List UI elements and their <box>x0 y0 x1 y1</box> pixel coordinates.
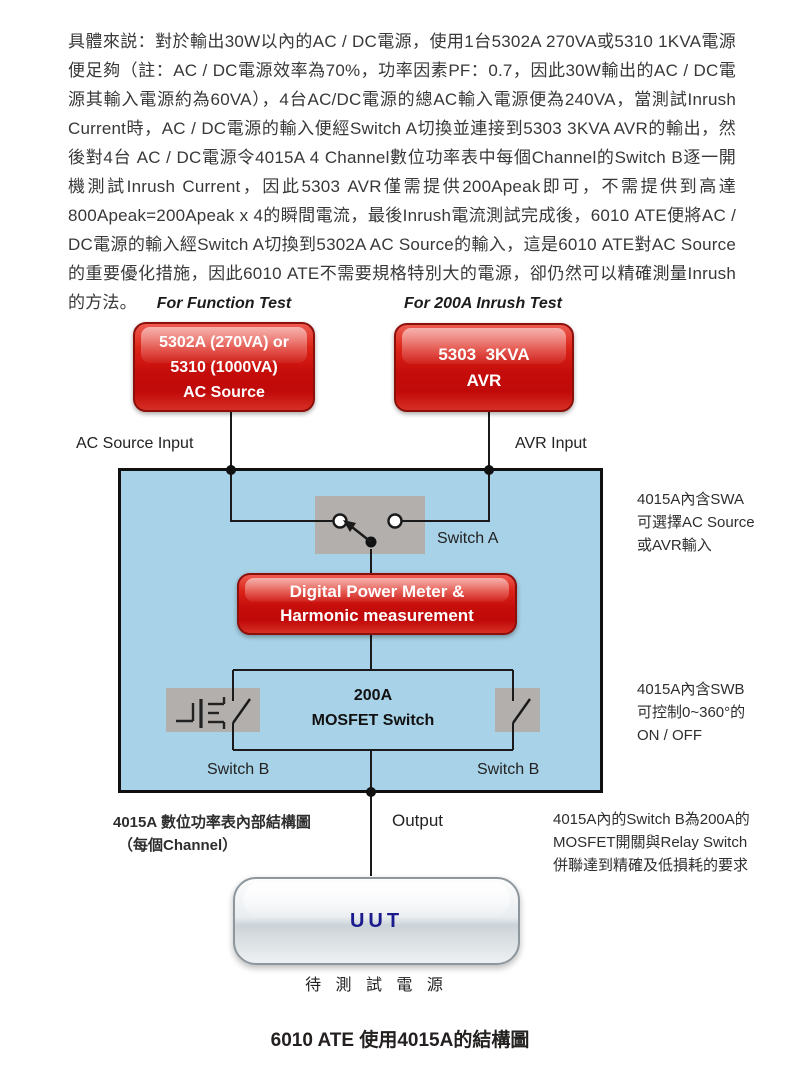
figure-caption: 6010 ATE 使用4015A的結構圖 <box>270 1030 530 1051</box>
ac-source-box: 5302A (270VA) or 5310 (1000VA) AC Source <box>133 322 315 412</box>
annotation-swa: 4015A內含SWA 可選擇AC Source 或AVR輸入 <box>637 491 755 554</box>
avr-box: 5303 3KVA AVR <box>394 323 574 412</box>
switch-b-left-highlight <box>166 688 260 732</box>
output-label: Output <box>392 811 444 830</box>
power-meter-box-label: Digital Power Meter & Harmonic measureme… <box>280 582 474 625</box>
uut-caption: 待 測 試 電 源 <box>305 977 448 994</box>
ac-source-input-label: AC Source Input <box>76 435 194 452</box>
avr-input-label: AVR Input <box>515 435 587 452</box>
per-channel-label: （每個Channel） <box>118 837 238 854</box>
switch-b-right-label: Switch B <box>477 761 540 778</box>
switch-a-label: Switch A <box>437 530 499 547</box>
annotation-switch-b: 4015A內的Switch B為200A的 MOSFET開關與Relay Swi… <box>553 811 750 874</box>
uut-box: UUT <box>233 877 520 965</box>
internal-structure-label: 4015A 數位功率表內部結構圖 <box>113 814 311 831</box>
annotation-swb: 4015A內含SWB 可控制0~360°的 ON / OFF <box>637 681 746 744</box>
ac-source-box-label: 5302A (270VA) or 5310 (1000VA) AC Source <box>159 333 289 401</box>
uut-box-label: UUT <box>349 909 404 932</box>
body-paragraph: 具體來説：對於輸出30W以內的AC / DC電源，使用1台5302A 270VA… <box>68 32 736 312</box>
avr-box-label: 5303 3KVA AVR <box>438 344 530 390</box>
inrush-test-header: For 200A Inrush Test <box>404 295 562 312</box>
switch-b-right-highlight <box>495 688 540 732</box>
switch-b-left-label: Switch B <box>207 761 270 778</box>
mosfet-box-label: 200A MOSFET Switch <box>311 687 435 729</box>
switch-a-highlight <box>315 496 425 554</box>
power-meter-box: Digital Power Meter & Harmonic measureme… <box>237 573 517 635</box>
function-test-header: For Function Test <box>156 295 292 312</box>
